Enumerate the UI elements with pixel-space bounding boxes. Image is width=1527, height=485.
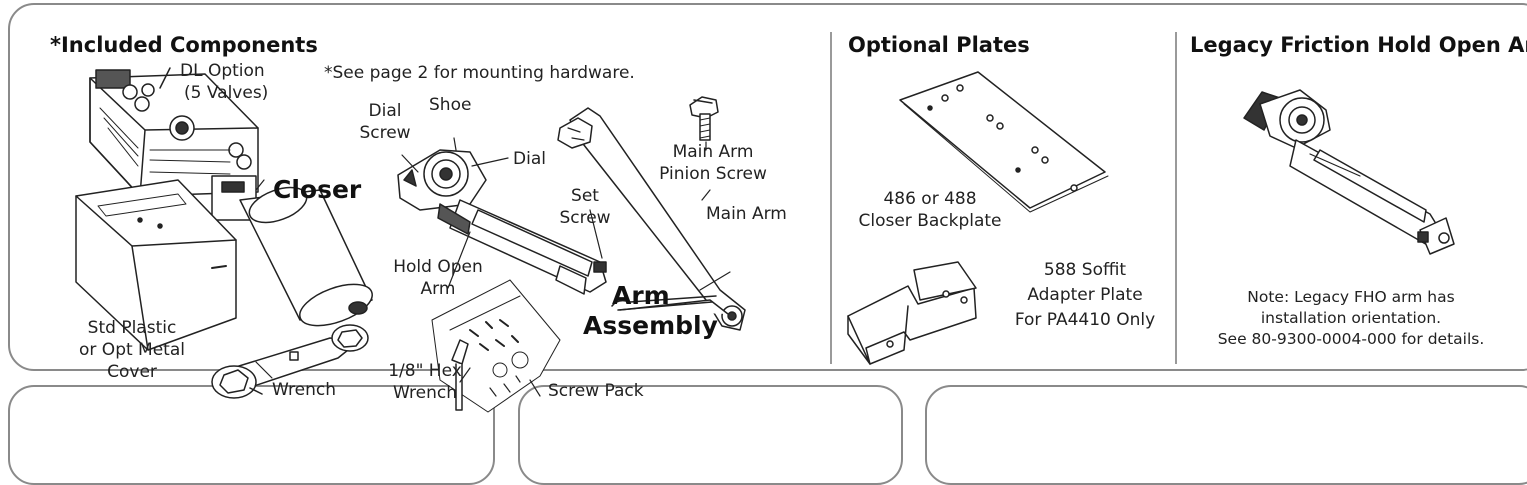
soffit-plate-illustration bbox=[847, 261, 977, 365]
pinion-screw-label-line-1: Main Arm bbox=[672, 142, 754, 162]
closer-label: Closer bbox=[273, 175, 362, 204]
section-divider-1 bbox=[830, 32, 832, 364]
set-screw-label: Set Screw bbox=[555, 185, 615, 229]
set-screw-label-line-1: Set bbox=[571, 186, 599, 206]
hex-wrench-label-line-1: 1/8" Hex bbox=[388, 361, 462, 381]
cover-label-line-2: or Opt Metal bbox=[79, 340, 185, 360]
optional-plates-heading: Optional Plates bbox=[848, 33, 1030, 57]
legacy-arm-note: Note: Legacy FHO arm has installation or… bbox=[1176, 287, 1526, 350]
included-components-heading: *Included Components bbox=[50, 33, 318, 57]
components-panel bbox=[8, 3, 1527, 371]
backplate-label: 486 or 488 Closer Backplate bbox=[855, 188, 1005, 232]
wrench-label: Wrench bbox=[272, 380, 337, 400]
section-divider-2 bbox=[1175, 32, 1177, 364]
hex-wrench-label: 1/8" Hex Wrench bbox=[380, 360, 470, 404]
closer-illustration bbox=[89, 69, 373, 327]
dl-option-valves-label: (5 Valves) bbox=[184, 83, 269, 103]
pinion-screw-label-line-2: Pinion Screw bbox=[659, 164, 767, 184]
arm-assembly-label-line-1: Arm bbox=[612, 281, 670, 310]
legacy-arm-heading: Legacy Friction Hold Open Arm bbox=[1190, 33, 1527, 57]
dl-option-arrow bbox=[159, 67, 171, 89]
hold-open-arm-illustration bbox=[397, 149, 607, 295]
legacy-note-line-3: See 80-9300-0004-000 for details. bbox=[1217, 330, 1485, 348]
main-arm-illustration bbox=[557, 107, 746, 331]
backplate-label-line-2: Closer Backplate bbox=[858, 211, 1002, 231]
legacy-arm-illustration bbox=[1243, 89, 1455, 255]
cover-label: Std Plastic or Opt Metal Cover bbox=[72, 317, 192, 383]
cover-label-line-1: Std Plastic bbox=[87, 318, 177, 338]
hex-wrench-label-line-2: Wrench bbox=[392, 383, 457, 403]
hold-open-arm-label-line-1: Hold Open bbox=[393, 257, 483, 277]
legacy-note-line-1: Note: Legacy FHO arm has bbox=[1247, 288, 1455, 306]
dl-option-label: DL Option bbox=[180, 61, 265, 81]
soffit-plate-label-line-2: Adapter Plate bbox=[1027, 285, 1143, 305]
arm-assembly-label-line-2: Assembly bbox=[583, 311, 718, 340]
dial-screw-label-line-1: Dial bbox=[368, 101, 402, 121]
mounting-hardware-note: *See page 2 for mounting hardware. bbox=[324, 63, 635, 83]
soffit-plate-label-line-1: 588 Soffit bbox=[1043, 260, 1127, 280]
soffit-plate-label-line-3: For PA4410 Only bbox=[1014, 310, 1156, 330]
pinion-screw-label: Main Arm Pinion Screw bbox=[648, 141, 778, 185]
screw-pack-illustration bbox=[431, 279, 561, 413]
soffit-plate-label: 588 Soffit Adapter Plate For PA4410 Only bbox=[1010, 258, 1160, 333]
screw-pack-label: Screw Pack bbox=[548, 381, 644, 401]
backplate-illustration bbox=[899, 71, 1109, 213]
hold-open-arm-label-line-2: Arm bbox=[420, 279, 456, 299]
dial-screw-label-line-2: Screw bbox=[359, 123, 411, 143]
hold-open-arm-label: Hold Open Arm bbox=[378, 256, 498, 300]
component-illustrations bbox=[75, 67, 1455, 413]
main-arm-label: Main Arm bbox=[706, 204, 787, 224]
cover-label-line-3: Cover bbox=[107, 362, 157, 382]
dial-label: Dial bbox=[513, 149, 546, 169]
legacy-note-line-2: installation orientation. bbox=[1260, 309, 1442, 327]
dial-screw-label: Dial Screw bbox=[350, 100, 420, 144]
shoe-label: Shoe bbox=[429, 95, 472, 115]
leader-lines bbox=[255, 137, 731, 397]
wrench-illustration bbox=[211, 324, 369, 399]
pinion-screw-illustration bbox=[689, 96, 719, 141]
backplate-label-line-1: 486 or 488 bbox=[883, 189, 977, 209]
set-screw-label-line-2: Screw bbox=[559, 208, 611, 228]
cover-illustration bbox=[75, 179, 237, 351]
